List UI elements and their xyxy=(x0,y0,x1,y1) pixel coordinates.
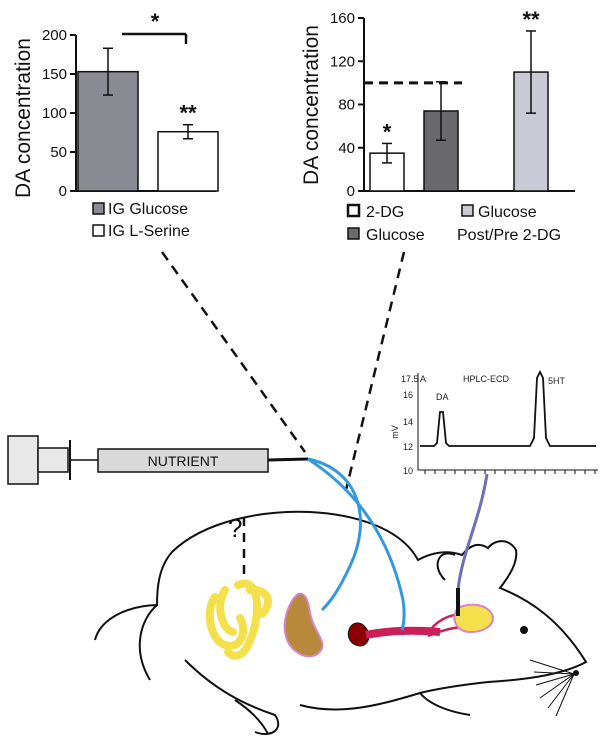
rat-belly xyxy=(184,659,489,735)
ytick-label: 160 xyxy=(330,10,355,27)
stomach xyxy=(283,592,324,658)
hplc-top-suffix: A xyxy=(420,374,426,384)
rat-back-curve xyxy=(138,604,158,681)
ytick-label: 150 xyxy=(42,66,67,83)
ytick-label: 0 xyxy=(347,183,355,200)
chart-left-bars: ** xyxy=(77,47,219,192)
chart-right-ylabel: DA concentration xyxy=(300,25,323,185)
syringe-needle xyxy=(267,457,309,462)
syringe-barrel xyxy=(97,448,269,473)
hplc-inset: HPLC-ECD 17.5 A 16 14 12 10 mV DA 5HT xyxy=(390,369,598,476)
hplc-ytick-14: 14 xyxy=(403,417,413,427)
legend-swatch-2dg xyxy=(346,203,361,218)
bar xyxy=(423,110,459,192)
syringe-plunger-head xyxy=(7,435,39,485)
rat-ear xyxy=(436,552,456,581)
legend-label-ig-serine: IG L-Serine xyxy=(108,223,190,240)
hplc-ylabel: mV xyxy=(390,425,400,439)
hplc-ytick-10: 10 xyxy=(403,466,413,476)
rat-eye xyxy=(520,626,528,634)
ytick-label: 40 xyxy=(338,140,355,157)
hplc-xticks xyxy=(424,470,596,474)
legend-swatch-ig-serine xyxy=(92,224,105,237)
ytick-label: 50 xyxy=(50,144,67,161)
significance-label: ** xyxy=(522,7,540,32)
microdialysis-tubing xyxy=(456,473,489,591)
rat-nose xyxy=(573,670,579,676)
significance-label: ** xyxy=(179,101,197,126)
ytick-label: 100 xyxy=(42,105,67,122)
hplc-title: HPLC-ECD xyxy=(463,374,510,384)
hplc-top-value: 17.5 xyxy=(401,374,419,384)
rat xyxy=(94,510,588,735)
syringe-label: NUTRIENT xyxy=(148,453,219,469)
ytick-label: 0 xyxy=(59,183,67,200)
connector-right xyxy=(344,251,406,491)
vagal-nerve-right xyxy=(307,457,406,631)
striatum-nucleus xyxy=(453,603,494,634)
legend-label-glucose-post-pre-2: Post/Pre 2-DG xyxy=(457,227,561,244)
rat-body-outline xyxy=(94,510,588,683)
ytick-label: 80 xyxy=(338,97,355,114)
intestine-coils xyxy=(205,579,272,660)
syringe: NUTRIENT xyxy=(7,435,309,485)
legend-label-glucose: Glucose xyxy=(366,227,425,244)
legend-label-2dg: 2-DG xyxy=(366,204,404,221)
hplc-peak-da: DA xyxy=(436,392,449,402)
chart-left-ylabel: DA concentration xyxy=(12,38,35,198)
question-mark: ? xyxy=(228,513,242,543)
syringe-plunger-rod xyxy=(37,447,69,473)
significance-label: * xyxy=(383,119,392,144)
legend-label-glucose-post-pre-1: Glucose xyxy=(478,204,537,221)
vagal-nerve-left xyxy=(307,457,362,612)
chart-left: DA concentration 0 50 100 150 200 ** * IG Gl… xyxy=(12,9,219,240)
ytick-label: 200 xyxy=(42,27,67,44)
legend-swatch-ig-glucose xyxy=(92,202,105,215)
legend-swatch-glucose-post-pre xyxy=(461,204,474,217)
bar xyxy=(157,130,219,192)
hindbrain xyxy=(347,622,370,647)
legend-swatch-glucose xyxy=(347,227,360,240)
dopamine-pathway xyxy=(365,626,441,639)
hplc-ytick-12: 12 xyxy=(403,442,413,452)
hplc-ytick-16: 16 xyxy=(403,390,413,400)
chart-right-bars: *** xyxy=(369,7,549,192)
ytick-label: 120 xyxy=(330,53,355,70)
hplc-peak-5ht: 5HT xyxy=(548,376,566,386)
connector-left xyxy=(160,251,307,453)
chart-left-bracket-sig: * xyxy=(151,9,160,34)
rat-hind-leg xyxy=(234,699,269,735)
chart-left-yticks: 0 50 100 150 200 xyxy=(42,27,76,200)
hplc-trace xyxy=(420,369,596,447)
rat-whiskers xyxy=(529,659,575,717)
rat-front-leg xyxy=(419,692,471,716)
chart-right-yticks: 0 40 80 120 160 xyxy=(330,10,364,200)
legend-label-ig-glucose: IG Glucose xyxy=(108,201,188,218)
